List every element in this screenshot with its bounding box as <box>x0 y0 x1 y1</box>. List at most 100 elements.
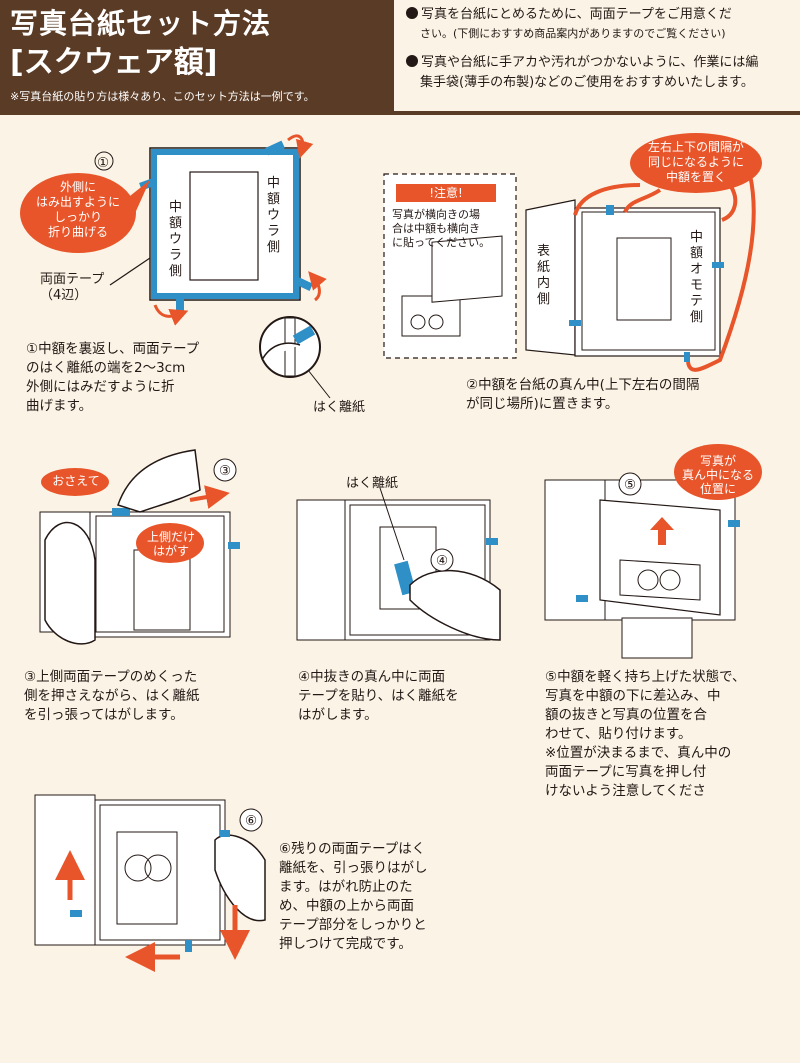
warning-title: !注意! <box>429 186 463 200</box>
step6-caption: ⑥残りの両面テープはく 離紙を、引っ張りはがし ます。はがれ防止のた め、中額の… <box>279 841 428 952</box>
header-divider <box>0 111 800 115</box>
photo-underneath <box>621 617 693 659</box>
page-subtitle: [スクウェア額] <box>10 45 218 80</box>
left-hand <box>44 521 96 645</box>
tape-tab <box>112 508 130 516</box>
landscape-frame <box>401 295 461 337</box>
header-notes-panel: 写真を台紙にとめるために、両面テープをご用意くだ さい。(下側におすすめ商品案内… <box>400 0 800 111</box>
person-icon <box>659 569 681 591</box>
hold-label: おさえて <box>52 474 100 488</box>
cover-open <box>296 499 346 641</box>
step4-caption: ④中抜きの真ん中に両面 テープを貼り、はく離紙を はがします。 <box>298 669 459 723</box>
tape-tab <box>569 320 581 326</box>
person-icon <box>124 854 152 882</box>
person-icon <box>637 569 659 591</box>
pull-arrow <box>189 485 230 509</box>
step6-number: ⑥ <box>245 813 258 829</box>
header-title-panel: 写真台紙セット方法 [スクウェア額] ※写真台紙の貼り方は様々あり、このセット方… <box>0 0 394 111</box>
bullet-dot-icon <box>406 7 418 19</box>
tape-border <box>151 149 299 299</box>
note-bullet-1-cont: さい。(下側におすすめ商品案内がありますのでご覧ください) <box>420 27 726 40</box>
person-icon <box>428 314 444 330</box>
step6-illustration <box>34 794 266 972</box>
step5-illustration <box>544 444 762 659</box>
frame-front-label: 中額オモテ側 <box>690 230 704 325</box>
leader-line <box>307 369 331 399</box>
tape-tab <box>70 910 82 917</box>
tape-tab <box>606 205 614 215</box>
frame-window <box>189 171 259 281</box>
frame-label-right: 中額ウラ側 <box>267 176 281 255</box>
step3-caption: ③上側両面テープのめくった 側を押さえながら、はく離紙 を引っ張ってはがします。 <box>24 669 200 723</box>
tape-tab <box>684 352 690 362</box>
tape-label: 両面テープ <box>40 272 105 287</box>
step-number-circle <box>213 458 237 482</box>
spacing-arrow <box>721 183 738 222</box>
leader-line <box>379 487 405 561</box>
step5-number: ⑤ <box>624 477 637 493</box>
person-icon <box>144 854 172 882</box>
tape-count: （4辺） <box>40 288 88 303</box>
step4-illustration <box>296 487 501 641</box>
step1-number: ① <box>97 155 110 171</box>
cover-open <box>544 479 606 621</box>
warning-text: 写真が横向きの場 合は中額も横向き に貼ってください。 <box>392 208 491 249</box>
step-number-circle <box>430 548 454 572</box>
step5-caption: ⑤中額を軽く持ち上げた状態で、 写真を中額の下に差込み、中 額の抜きと写真の位置… <box>545 669 746 799</box>
peel-label: はく離紙 <box>313 400 366 415</box>
fold-arrow <box>153 304 189 326</box>
peel-label-4: はく離紙 <box>346 476 399 491</box>
right-hand <box>117 449 201 513</box>
step5-bubble: 写真が 真ん中になる 位置に <box>681 454 754 496</box>
tape-tab <box>486 538 498 545</box>
tape-tab <box>576 595 588 602</box>
bubble-shape <box>41 468 109 496</box>
bubble-tail <box>125 180 150 220</box>
note-bullet-2: 写真や台紙に手アカや汚れがつかないように、作業には編 <box>406 54 758 71</box>
inner-frame <box>95 515 225 633</box>
page-title: 写真台紙セット方法 <box>10 7 272 40</box>
spacing-arrow <box>573 183 641 216</box>
step-number-circle <box>239 808 263 832</box>
bubble-shape <box>630 133 762 193</box>
landscape-board <box>431 235 503 303</box>
peel-tab <box>176 296 184 312</box>
leader-line <box>109 257 151 286</box>
peel-top-label: 上側だけ はがす <box>146 530 195 558</box>
step-number-circle <box>94 151 114 171</box>
fold-arrow <box>308 271 327 302</box>
photo-window <box>616 237 672 321</box>
tape-tab <box>220 830 230 837</box>
tape-tab <box>728 520 740 527</box>
tape-tab <box>185 940 192 952</box>
inner-frame <box>581 211 716 351</box>
zoom-tape <box>292 325 316 345</box>
bubble-shape <box>136 523 204 563</box>
note-bullet-2-cont: 集手袋(薄手の布製)などのご使用をおすすめいたします。 <box>420 75 754 90</box>
step3-illustration <box>39 449 240 645</box>
step1-illustration <box>20 134 331 399</box>
hand <box>409 569 501 641</box>
peel-tab <box>265 140 285 156</box>
step-number-circle <box>618 472 642 496</box>
step1-caption: ①中額を裏返し、両面テープ のはく離紙の端を2〜3cm 外側にはみだすように折 … <box>26 341 200 414</box>
person-icon <box>410 314 426 330</box>
step2-bubble: 左右上下の間隔が 同じになるように 中額を置く <box>647 140 744 184</box>
step4-number: ④ <box>436 553 449 569</box>
spacing-arrow <box>686 174 756 372</box>
bubble-shape <box>674 444 762 500</box>
header-note: ※写真台紙の貼り方は様々あり、このセット方法は一例です。 <box>10 90 315 103</box>
fold-arrow <box>287 134 314 159</box>
cover-open <box>34 794 96 946</box>
step2-caption: ②中額を台紙の真ん中(上下左右の間隔 が同じ場所)に置きます。 <box>466 377 700 412</box>
warning-label-bg <box>396 184 496 202</box>
frame-label-left: 中額ウラ側 <box>169 200 183 279</box>
spacing-arrow <box>623 188 662 213</box>
up-arrow-icon <box>650 517 674 545</box>
cover-inner-label: 表紙内側 <box>537 244 551 307</box>
step1-bubble: 外側に はみ出すように しっかり 折り曲げる <box>35 180 120 239</box>
inner-frame <box>349 504 486 636</box>
step2-illustration <box>383 133 762 372</box>
step3-number: ③ <box>219 463 232 479</box>
